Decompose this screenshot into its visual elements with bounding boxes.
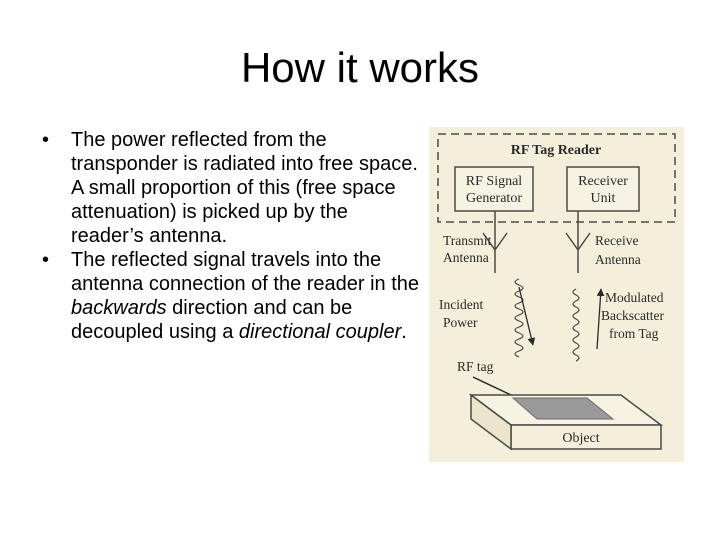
bullet-text-middle: direction and can be decoupled using a (71, 297, 353, 343)
receiver-box (566, 166, 640, 212)
bullet-emphasis-backwards: backwards (71, 297, 167, 319)
rfid-diagram: RF Tag Reader RF Signal Generator Receiv… (429, 127, 684, 462)
backscatter-arrow (596, 288, 605, 350)
transmit-antenna-icon (482, 232, 508, 273)
receive-antenna-icon (565, 232, 591, 273)
receiver-label-line1: Receiver (578, 174, 628, 189)
incident-power-label-line2: Power (443, 315, 478, 330)
bullet-text-end: . (401, 321, 407, 343)
receiver-label-line2: Unit (591, 191, 616, 206)
receive-antenna-label-line2: Antenna (595, 252, 641, 267)
slide-title: How it works (240, 44, 480, 91)
generator-label-line1: RF Signal (466, 174, 523, 189)
bullet-dot-icon: • (42, 129, 50, 151)
bullet-dot-icon: • (42, 249, 50, 271)
backscatter-wave-icon (572, 288, 580, 362)
bullet-emphasis-coupler: directional coupler (238, 321, 402, 343)
bullet-list: • The power reflected from the transpond… (30, 128, 422, 344)
rf-tag-patch (511, 397, 615, 420)
reader-label: RF Tag Reader (511, 143, 601, 158)
incident-arrow (518, 286, 536, 346)
bullet-item: • The reflected signal travels into the … (30, 248, 422, 344)
receive-antenna-label-line1: Receive (595, 233, 638, 248)
bullet-text-start: The reflected signal travels into the an… (71, 249, 420, 295)
backscatter-label-line3: from Tag (609, 326, 659, 341)
generator-box (454, 166, 534, 212)
rf-tag-label: RF tag (457, 359, 494, 374)
incident-power-label-line1: Incident (439, 297, 483, 312)
bullet-item: • The power reflected from the transpond… (30, 128, 422, 248)
reader-dashed-box (437, 133, 676, 223)
transmit-antenna-label-line1: Transmit (443, 233, 492, 248)
generator-label-line2: Generator (466, 191, 522, 206)
object-label: Object (562, 431, 599, 446)
bullet-text: The power reflected from the transponder… (71, 129, 418, 247)
backscatter-label-line1: Modulated (605, 290, 664, 305)
incident-wave-icon (514, 278, 524, 358)
transmit-antenna-label-line2: Antenna (443, 250, 489, 265)
backscatter-label-line2: Backscatter (601, 308, 664, 323)
object-side-face (470, 393, 512, 451)
